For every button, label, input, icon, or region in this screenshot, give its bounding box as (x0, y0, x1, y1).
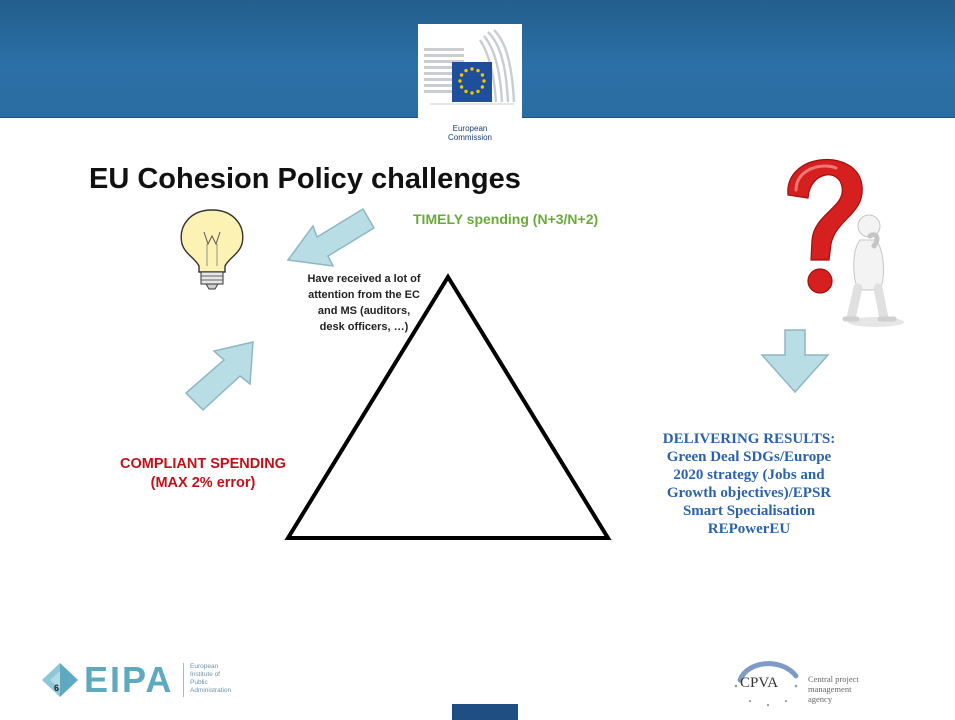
compliant-line: (MAX 2% error) (150, 475, 256, 491)
results-line: Green Deal SDGs/Europe (666, 449, 832, 465)
compliant-line: COMPLIANT SPENDING (120, 456, 286, 472)
attention-line: and MS (auditors, (317, 305, 411, 317)
attention-line: Have received a lot of (307, 273, 421, 285)
results-line: Growth objectives)/EPSR (666, 485, 832, 501)
attention-note: Have received a lot of attention from th… (280, 272, 448, 336)
results-line: 2020 strategy (Jobs and (673, 467, 825, 483)
eipa-logo: EIPA European Institute of Public Admini… (40, 658, 255, 702)
ec-caption-line2: Commission (447, 133, 492, 142)
results-line: REPowerEU (707, 521, 791, 537)
attention-line: attention from the EC (308, 289, 420, 301)
eipa-sub-line: Administration (190, 687, 232, 694)
eipa-sub-line: Public (190, 679, 208, 686)
cpva-sub-line: management (808, 684, 852, 694)
bottom-tab (452, 704, 518, 720)
arrow-up-right-icon (184, 341, 254, 412)
cpva-logo: CPVA Central project management agency (730, 654, 920, 710)
cpva-sub-line: agency (808, 694, 833, 704)
cpva-wordmark: CPVA (740, 675, 779, 691)
attention-line: desk officers, …) (319, 321, 409, 333)
eipa-subtitle: European Institute of Public Administrat… (190, 663, 231, 695)
slide-number: 6 (54, 683, 60, 693)
results-line: Smart Specialisation (682, 503, 816, 519)
arrow-left-down-icon (286, 207, 376, 267)
slide-title: EU Cohesion Policy challenges (89, 163, 521, 195)
eipa-divider (183, 663, 184, 697)
timely-spending-label: TIMELY spending (N+3/N+2) (413, 211, 599, 227)
ec-caption-line1: European (452, 124, 488, 133)
challenge-triangle (284, 273, 612, 540)
arrow-down-icon (760, 329, 830, 394)
cpva-subtitle: Central project management agency (808, 674, 859, 704)
eipa-sub-line: Institute of (190, 671, 220, 678)
results-line: DELIVERING RESULTS: (662, 431, 836, 447)
lightbulb-icon (180, 209, 244, 290)
cpva-sub-line: Central project (808, 674, 859, 684)
european-commission-logo: European Commission (418, 24, 522, 146)
eipa-wordmark: EIPA (84, 659, 174, 700)
question-mark-figure (766, 158, 904, 328)
compliant-spending-label: COMPLIANT SPENDING (MAX 2% error) (98, 455, 308, 493)
eipa-sub-line: European (190, 663, 219, 670)
delivering-results-label: DELIVERING RESULTS: Green Deal SDGs/Euro… (652, 430, 846, 538)
